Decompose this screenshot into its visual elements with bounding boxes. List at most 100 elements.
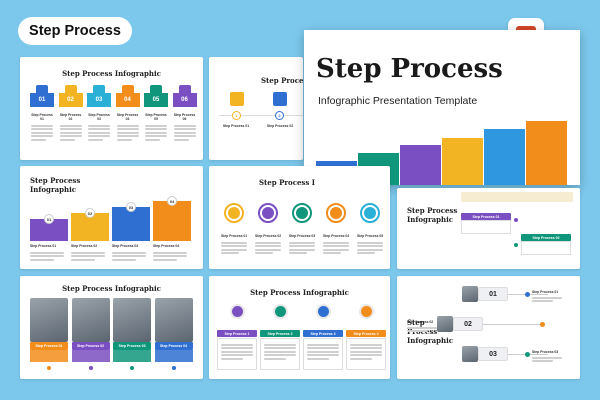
slide-thumbnail-6[interactable]: Step Process Infographic Step Process 01… — [20, 276, 203, 379]
text-line — [173, 128, 196, 130]
slide-thumbnail-2[interactable]: Step Process 1 2 Step Process 01 Step Pr… — [209, 57, 303, 160]
text-line — [173, 124, 196, 127]
dot — [514, 218, 518, 222]
step-number: 01 — [44, 214, 54, 224]
text-line — [71, 255, 105, 257]
placeholder-text — [153, 250, 187, 261]
placeholder-text — [532, 355, 562, 362]
step-box — [260, 338, 300, 370]
connector-line — [483, 324, 543, 325]
text-line — [264, 354, 296, 356]
step-label: Step Process 02 — [266, 124, 294, 128]
step-photo — [437, 316, 453, 332]
placeholder-text — [116, 123, 139, 141]
step-label: Step Process 03 — [532, 350, 559, 354]
text-line — [116, 128, 139, 130]
text-line — [31, 131, 53, 134]
connector-line — [219, 115, 303, 116]
dot — [525, 352, 530, 357]
text-line — [532, 360, 553, 362]
step-label: Step Process 02 — [407, 320, 434, 324]
step-number: 06 — [172, 93, 197, 107]
text-line — [221, 252, 240, 254]
step-panel — [71, 350, 110, 362]
step-icon — [150, 85, 162, 94]
text-line — [221, 241, 247, 244]
step-icon — [262, 207, 274, 219]
slide-title: Step Process Infographic — [407, 206, 458, 224]
slide-thumbnail-7[interactable]: Step Process Infographic Step Process 1 S… — [209, 276, 390, 379]
step-label: Step Process 1 — [217, 330, 257, 337]
placeholder-text — [59, 123, 82, 141]
placeholder-text — [407, 325, 437, 332]
placeholder-text — [357, 240, 383, 254]
step-number: 04 — [115, 93, 140, 107]
step-label: Step Process 05 — [357, 234, 384, 238]
text-line — [350, 357, 373, 360]
text-line — [153, 255, 187, 257]
text-line — [221, 245, 247, 247]
step-number: 01 — [30, 93, 54, 107]
text-line — [357, 245, 383, 247]
step-photo — [273, 304, 288, 319]
slide-thumbnail-5[interactable]: Step Process Infographic Step Process 01… — [397, 188, 580, 269]
placeholder-text — [350, 342, 382, 360]
text-line — [323, 248, 349, 251]
text-line — [357, 248, 383, 251]
text-line — [59, 131, 82, 134]
text-line — [145, 128, 167, 130]
text-line — [323, 241, 349, 244]
hero-subtitle: Infographic Presentation Template — [318, 95, 478, 107]
slide-title: Step Process Infographic — [62, 284, 161, 293]
step-icon-2 — [273, 92, 287, 106]
step-photo — [316, 304, 331, 319]
text-line — [173, 131, 196, 134]
text-line — [289, 241, 315, 244]
dot — [540, 322, 545, 327]
dot — [130, 366, 134, 370]
hero-bar — [442, 138, 483, 185]
placeholder-text — [289, 240, 315, 254]
text-line — [116, 124, 139, 127]
step-bar — [30, 219, 68, 241]
text-line — [407, 330, 428, 332]
text-line — [323, 245, 349, 247]
text-line — [145, 131, 167, 134]
step-photo — [359, 304, 374, 319]
step-header: Step Process 01 — [461, 213, 511, 220]
text-line — [532, 300, 553, 302]
slide-title: Step Process I — [259, 178, 316, 187]
step-label: Step Process 4 — [346, 330, 386, 337]
text-line — [307, 343, 339, 346]
slide-title: Step Process Infographic — [250, 288, 349, 297]
step-photo — [462, 346, 478, 362]
text-line — [71, 251, 105, 254]
step-label: Step Process 04 — [154, 342, 193, 350]
text-line — [350, 343, 382, 346]
slide-thumbnail-4[interactable]: Step Process I Step Process 01 Step Proce… — [209, 166, 390, 269]
text-line — [289, 248, 315, 251]
placeholder-text — [221, 240, 247, 254]
text-line — [88, 138, 104, 141]
text-line — [173, 138, 189, 141]
step-label: Step Process 03 — [112, 244, 139, 248]
text-line — [289, 245, 315, 247]
step-label: Step Process 04 — [153, 244, 180, 248]
hero-bar — [400, 145, 441, 185]
slide-title: Step Process Infographic — [30, 176, 81, 194]
step-label: Step Process 01 — [31, 113, 53, 121]
step-label: Step Process 01 — [221, 234, 248, 238]
text-line — [323, 252, 342, 254]
step-label: Step Process 03 — [88, 113, 110, 121]
step-label: Step Process 3 — [303, 330, 343, 337]
placeholder-text — [30, 250, 64, 261]
step-number: 02 — [453, 317, 483, 331]
step-label: Step Process 01 — [532, 290, 559, 294]
text-line — [357, 241, 383, 244]
text-line — [116, 131, 139, 134]
step-photo — [113, 298, 151, 342]
step-bar — [153, 201, 191, 241]
